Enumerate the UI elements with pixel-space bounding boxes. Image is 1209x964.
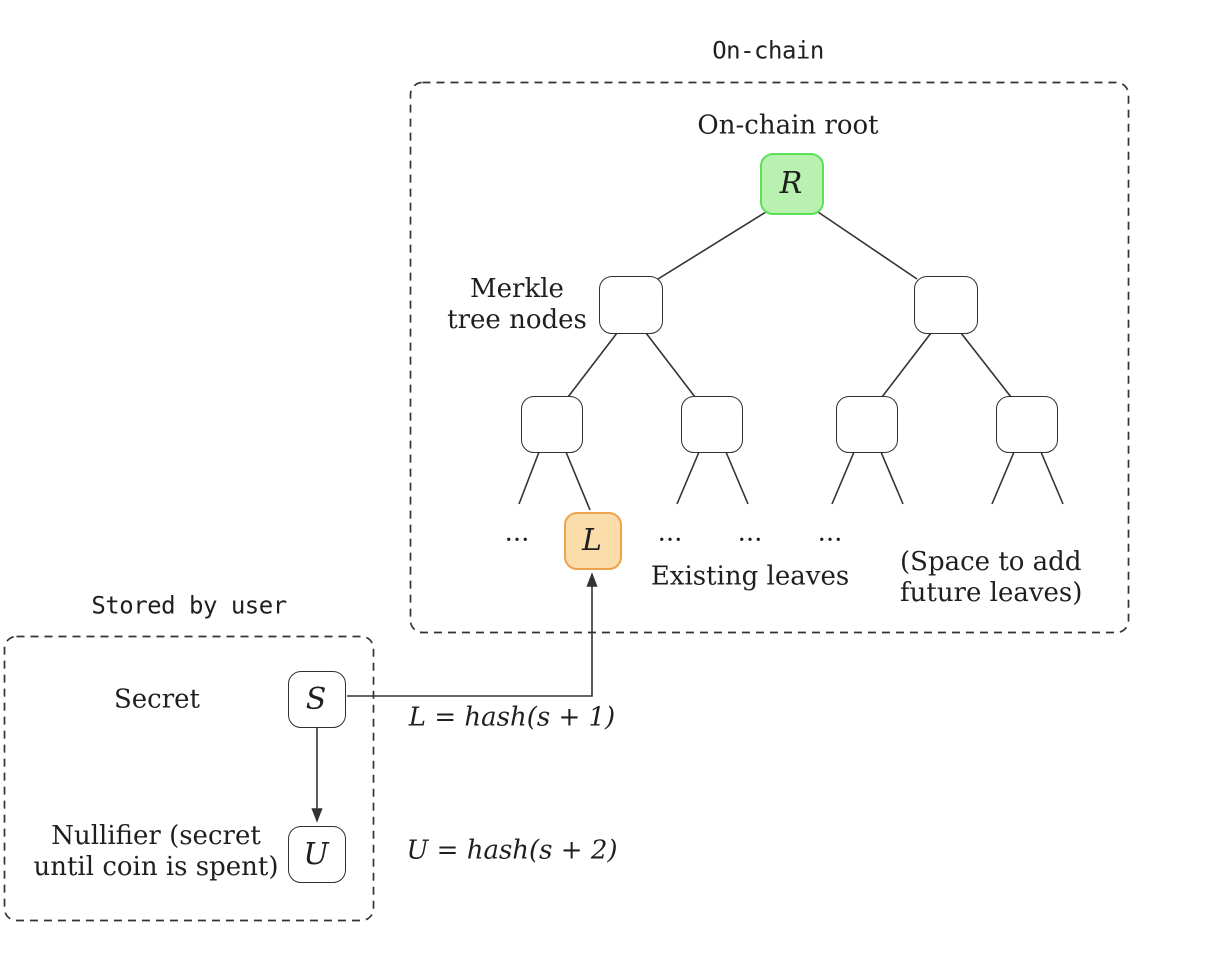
secret-node: S	[288, 671, 346, 728]
leaf-edge	[991, 451, 1015, 505]
leaf-ellipsis: ...	[504, 517, 530, 548]
future-leaves-line2: future leaves)	[900, 578, 1083, 608]
leaf-ellipsis: ...	[817, 517, 843, 548]
stored-by-user-region-title: Stored by user	[91, 591, 287, 620]
leaf-edge	[831, 451, 855, 505]
tree-edge	[645, 332, 696, 398]
tree-edge	[960, 332, 1012, 398]
onchain-region-title: On-chain	[712, 36, 824, 65]
leaf-node: L	[564, 512, 622, 570]
merkle-tree-nodes-caption: Merkle tree nodes	[447, 274, 587, 336]
merkle-node	[521, 396, 583, 453]
tree-edge	[567, 332, 618, 398]
leaf-edge	[725, 451, 749, 505]
nullifier-node: U	[288, 826, 346, 883]
merkle-node	[599, 276, 663, 334]
merkle-node	[996, 396, 1058, 453]
root-node: R	[760, 153, 824, 215]
merkle-caption-line2: tree nodes	[447, 305, 587, 335]
leaf-edge	[676, 451, 700, 505]
leaf-edge	[565, 451, 591, 511]
leaf-edge	[880, 451, 904, 505]
arrow-secret-to-leaf	[347, 572, 598, 697]
future-leaves-caption: (Space to add future leaves)	[900, 547, 1082, 609]
leaf-ellipsis: ...	[657, 517, 683, 548]
onchain-root-caption: On-chain root	[697, 110, 879, 141]
nullifier-formula: U = hash(s + 2)	[406, 835, 618, 866]
merkle-node	[681, 396, 743, 453]
tree-edge	[881, 332, 932, 398]
leaf-node-label: L	[582, 523, 602, 558]
leaf-formula: L = hash(s + 1)	[408, 702, 616, 733]
secret-caption: Secret	[113, 684, 201, 715]
nullifier-caption-line1: Nullifier (secret	[51, 821, 261, 851]
tree-edge	[817, 211, 918, 280]
onchain-boundary	[409, 81, 1130, 634]
tree-edge	[657, 211, 767, 280]
merkle-node	[836, 396, 898, 453]
nullifier-caption: Nullifier (secret until coin is spent)	[33, 821, 278, 883]
merkle-node	[914, 276, 978, 334]
nullifier-caption-line2: until coin is spent)	[33, 852, 279, 882]
root-node-label: R	[779, 166, 803, 201]
tree-edges	[518, 211, 1064, 511]
stored-by-user-boundary	[3, 635, 375, 922]
existing-leaves-caption: Existing leaves	[650, 561, 850, 592]
leaf-ellipsis: ...	[737, 517, 763, 548]
leaf-edge	[1040, 451, 1064, 505]
nullifier-node-label: U	[303, 836, 329, 872]
future-leaves-line1: (Space to add	[900, 547, 1082, 577]
secret-node-label: S	[305, 681, 327, 717]
leaf-edge	[518, 451, 540, 505]
merkle-caption-line1: Merkle	[470, 274, 564, 304]
